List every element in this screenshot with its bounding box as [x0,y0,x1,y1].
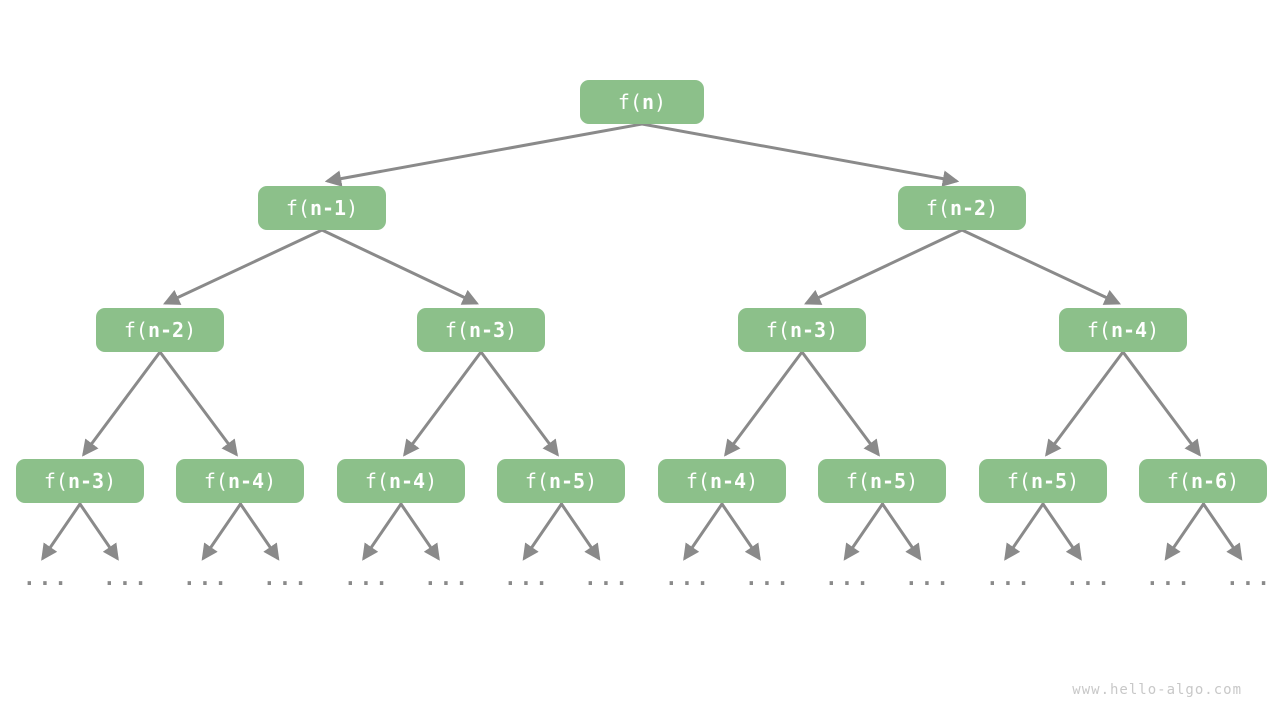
node-label: f(n-4) [1086,318,1160,342]
node-label: f(n-5) [1006,469,1080,493]
node-label: f(n-2) [925,196,999,220]
edge-arrow [201,502,242,561]
tree-node-l4-3: f(n-5) [497,459,625,503]
edge-arrow [479,350,559,457]
node-label: f(n-4) [685,469,759,493]
tree-node-root: f(n) [580,80,704,124]
node-label: f(n-4) [203,469,277,493]
edge-arrow [1164,502,1205,561]
ellipsis-leaf: ... [103,566,150,590]
edge-arrow [82,350,162,457]
edge-arrow [560,502,601,561]
ellipsis-leaf: ... [1066,566,1113,590]
edge-arrow [724,350,804,457]
edge-arrow [720,502,761,561]
tree-node-l4-0: f(n-3) [16,459,144,503]
edge-arrow [843,502,884,561]
edge-arrow [804,228,964,305]
edge-arrow [324,122,644,187]
tree-node-l4-1: f(n-4) [176,459,304,503]
edge-arrow [960,228,1121,305]
edge-arrow [640,122,960,187]
watermark: www.hello-algo.com [1072,682,1242,698]
edge-arrow [403,350,483,457]
tree-node-l3-0: f(n-2) [96,308,224,352]
ellipsis-leaf: ... [424,566,471,590]
node-label: f(n-3) [43,469,117,493]
tree-node-l4-7: f(n-6) [1139,459,1267,503]
node-label: f(n-1) [285,196,359,220]
tree-node-l4-5: f(n-5) [818,459,946,503]
edge-arrow [158,350,238,457]
edge-arrow [239,502,280,561]
tree-node-l3-3: f(n-4) [1059,308,1187,352]
ellipsis-leaf: ... [986,566,1033,590]
ellipsis-leaf: ... [504,566,551,590]
edge-arrow [41,502,82,561]
edge-arrow [1121,350,1201,457]
ellipsis-leaf: ... [23,566,70,590]
ellipsis-leaf: ... [344,566,391,590]
edge-arrow [163,228,324,305]
edge-arrow [362,502,403,561]
ellipsis-leaf: ... [584,566,631,590]
ellipsis-leaf: ... [745,566,792,590]
ellipsis-leaf: ... [1226,566,1273,590]
node-label: f(n-5) [845,469,919,493]
node-label: f(n) [617,90,667,114]
tree-node-l3-1: f(n-3) [417,308,545,352]
edge-arrow [522,502,563,561]
ellipsis-leaf: ... [183,566,230,590]
tree-node-l4-4: f(n-4) [658,459,786,503]
edge-arrow [399,502,440,561]
edge-arrow [1045,350,1125,457]
node-label: f(n-4) [364,469,438,493]
edge-arrow [881,502,922,561]
edge-arrow [1004,502,1045,561]
ellipsis-leaf: ... [825,566,872,590]
edge-arrow [1041,502,1082,561]
edge-arrow [78,502,119,561]
tree-node-l2-0: f(n-1) [258,186,386,230]
tree-node-l4-2: f(n-4) [337,459,465,503]
edge-arrow [800,350,880,457]
ellipsis-leaf: ... [1146,566,1193,590]
node-label: f(n-6) [1166,469,1240,493]
ellipsis-leaf: ... [905,566,952,590]
ellipsis-leaf: ... [263,566,310,590]
tree-node-l4-6: f(n-5) [979,459,1107,503]
edge-arrow [320,228,479,305]
node-label: f(n-2) [123,318,197,342]
node-label: f(n-3) [444,318,518,342]
node-label: f(n-5) [524,469,598,493]
edge-arrow [683,502,724,561]
tree-node-l3-2: f(n-3) [738,308,866,352]
tree-node-l2-1: f(n-2) [898,186,1026,230]
node-label: f(n-3) [765,318,839,342]
ellipsis-leaf: ... [665,566,712,590]
edge-arrow [1202,502,1243,561]
